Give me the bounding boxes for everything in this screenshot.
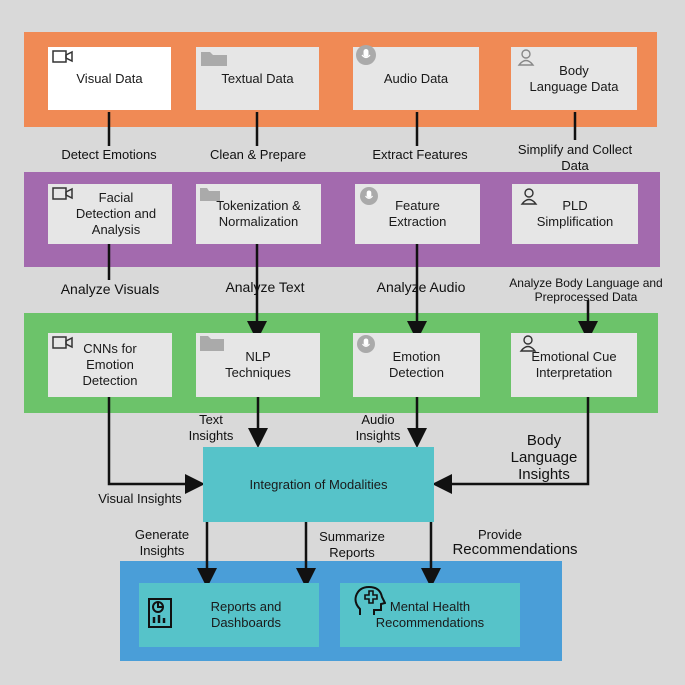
tokenization-box: Tokenization & Normalization	[196, 184, 321, 244]
microphone-icon	[360, 187, 378, 205]
folder-icon	[200, 188, 220, 201]
textual-data-label: Textual Data	[221, 70, 294, 86]
emotion-detection-label: Emotion Detection	[389, 349, 444, 380]
visual-data-label: Visual Data	[76, 70, 143, 86]
person-icon	[519, 335, 537, 352]
person-icon	[520, 188, 538, 205]
edge-label-text-insights: Text Insights	[188, 412, 234, 443]
audio-data-box: Audio Data	[353, 45, 479, 110]
edge-label-analyze-audio: Analyze Audio	[376, 279, 466, 295]
edge-label-simplify-collect: Simplify and Collect Data	[517, 142, 633, 173]
facial-detection-label: Facial Detection and Analysis	[75, 190, 157, 237]
edge-label-analyze-visuals: Analyze Visuals	[60, 281, 160, 297]
integration-label: Integration of Modalities	[249, 477, 388, 492]
edge-label-analyze-body-language: Analyze Body Language and Preprocessed D…	[509, 276, 663, 304]
reports-dashboards-box: Reports and Dashboards	[139, 583, 319, 647]
person-icon	[517, 49, 535, 66]
pld-simplification-box: PLD Simplification	[512, 184, 638, 244]
facial-detection-box: Facial Detection and Analysis	[48, 184, 172, 244]
microphone-icon	[357, 335, 375, 353]
edge-label-visual-insights: Visual Insights	[98, 491, 182, 506]
mental-health-box: Mental Health Recommendations	[340, 583, 520, 647]
visual-data-box: Visual Data	[48, 47, 171, 110]
feature-extraction-box: Feature Extraction	[355, 184, 480, 244]
connector-arrow	[432, 396, 590, 494]
tokenization-label: Tokenization & Normalization	[216, 198, 301, 229]
folder-icon	[200, 336, 224, 351]
body-language-data-box: Body Language Data	[511, 47, 637, 110]
audio-data-label: Audio Data	[383, 70, 449, 86]
edge-label-recommendations: Recommendations	[452, 541, 578, 558]
video-camera-icon	[52, 50, 73, 63]
edge-label-summarize-reports: Summarize Reports	[319, 529, 385, 560]
feature-extraction-label: Feature Extraction	[388, 198, 447, 229]
video-camera-icon	[52, 187, 73, 200]
emotional-cue-label: Emotional Cue Interpretation	[531, 349, 617, 380]
emotional-cue-box: Emotional Cue Interpretation	[511, 333, 637, 397]
microphone-icon	[356, 45, 376, 65]
pld-simplification-label: PLD Simplification	[536, 198, 614, 229]
edge-label-analyze-text: Analyze Text	[225, 279, 305, 295]
folder-icon	[201, 52, 227, 66]
cnn-emotion-box: CNNs for Emotion Detection	[48, 333, 172, 397]
emotion-detection-box: Emotion Detection	[353, 333, 480, 397]
reports-dashboards-label: Reports and Dashboards	[210, 599, 282, 630]
edge-label-clean-prepare: Clean & Prepare	[209, 147, 307, 162]
mental-health-label: Mental Health Recommendations	[375, 599, 485, 630]
integration-of-modalities-box: Integration of Modalities	[203, 447, 434, 522]
edge-label-audio-insights: Audio Insights	[355, 412, 401, 443]
nlp-techniques-box: NLP Techniques	[196, 333, 320, 397]
edge-label-extract-features: Extract Features	[372, 147, 468, 162]
connector-arrow	[107, 396, 205, 494]
edge-label-provide: Provide	[477, 527, 523, 542]
video-camera-icon	[52, 336, 73, 349]
edge-label-detect-emotions: Detect Emotions	[61, 147, 157, 162]
nlp-techniques-label: NLP Techniques	[225, 349, 291, 380]
edge-label-body-language-insights: Body Language Insights	[510, 432, 578, 483]
cnn-emotion-label: CNNs for Emotion Detection	[82, 341, 138, 388]
dashboard-report-icon	[148, 598, 172, 628]
edge-label-generate-insights: Generate Insights	[134, 527, 190, 558]
textual-data-box: Textual Data	[196, 47, 319, 110]
head-health-icon	[354, 585, 386, 615]
body-language-data-label: Body Language Data	[529, 62, 619, 94]
